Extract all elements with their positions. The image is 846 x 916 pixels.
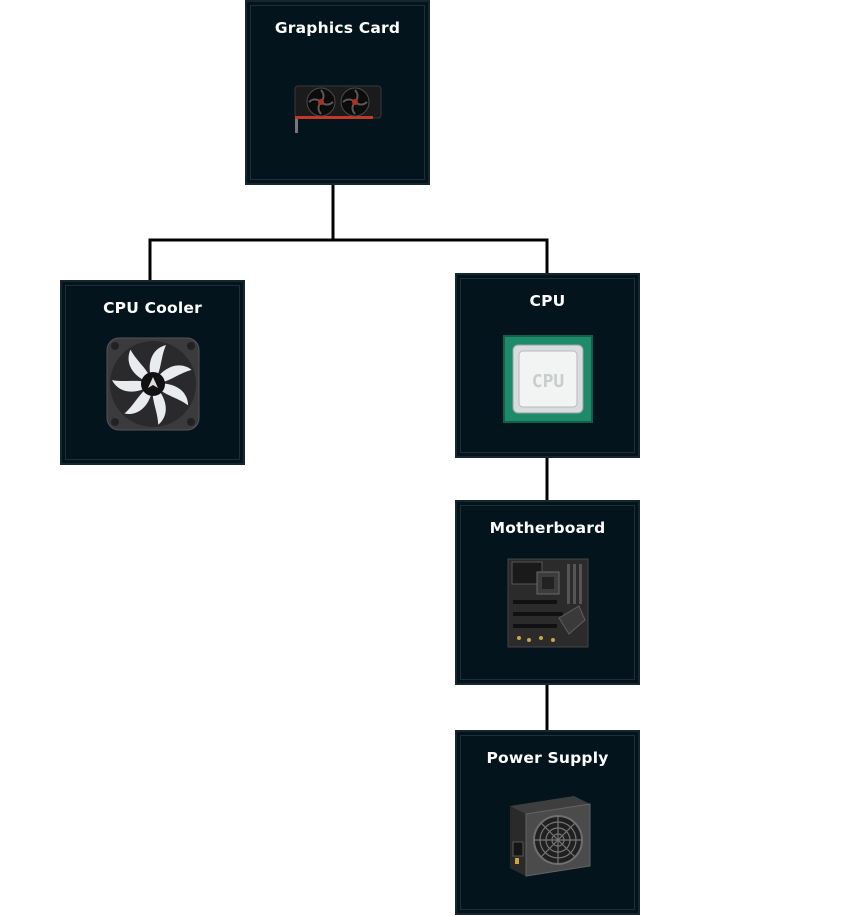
node-cpu-cooler[interactable]: CPU Cooler [60,280,245,465]
cpu-chip-icon: CPU [502,335,593,423]
node-cpu[interactable]: CPU CPU [455,273,640,458]
cpu-chip-label: CPU [531,371,564,392]
node-motherboard[interactable]: Motherboard [455,500,640,685]
node-title-cpu: CPU [529,292,566,310]
node-graphics-card[interactable]: Graphics Card [245,0,430,185]
node-title-motherboard: Motherboard [489,519,606,537]
fan-icon [106,337,199,431]
power-supply-icon [509,796,590,877]
motherboard-icon [507,558,588,648]
node-title-graphics-card: Graphics Card [274,19,401,37]
graphics-card-icon [294,85,381,133]
node-title-power-supply: Power Supply [486,749,609,767]
node-title-cpu-cooler: CPU Cooler [103,299,202,317]
node-power-supply[interactable]: Power Supply [455,730,640,915]
